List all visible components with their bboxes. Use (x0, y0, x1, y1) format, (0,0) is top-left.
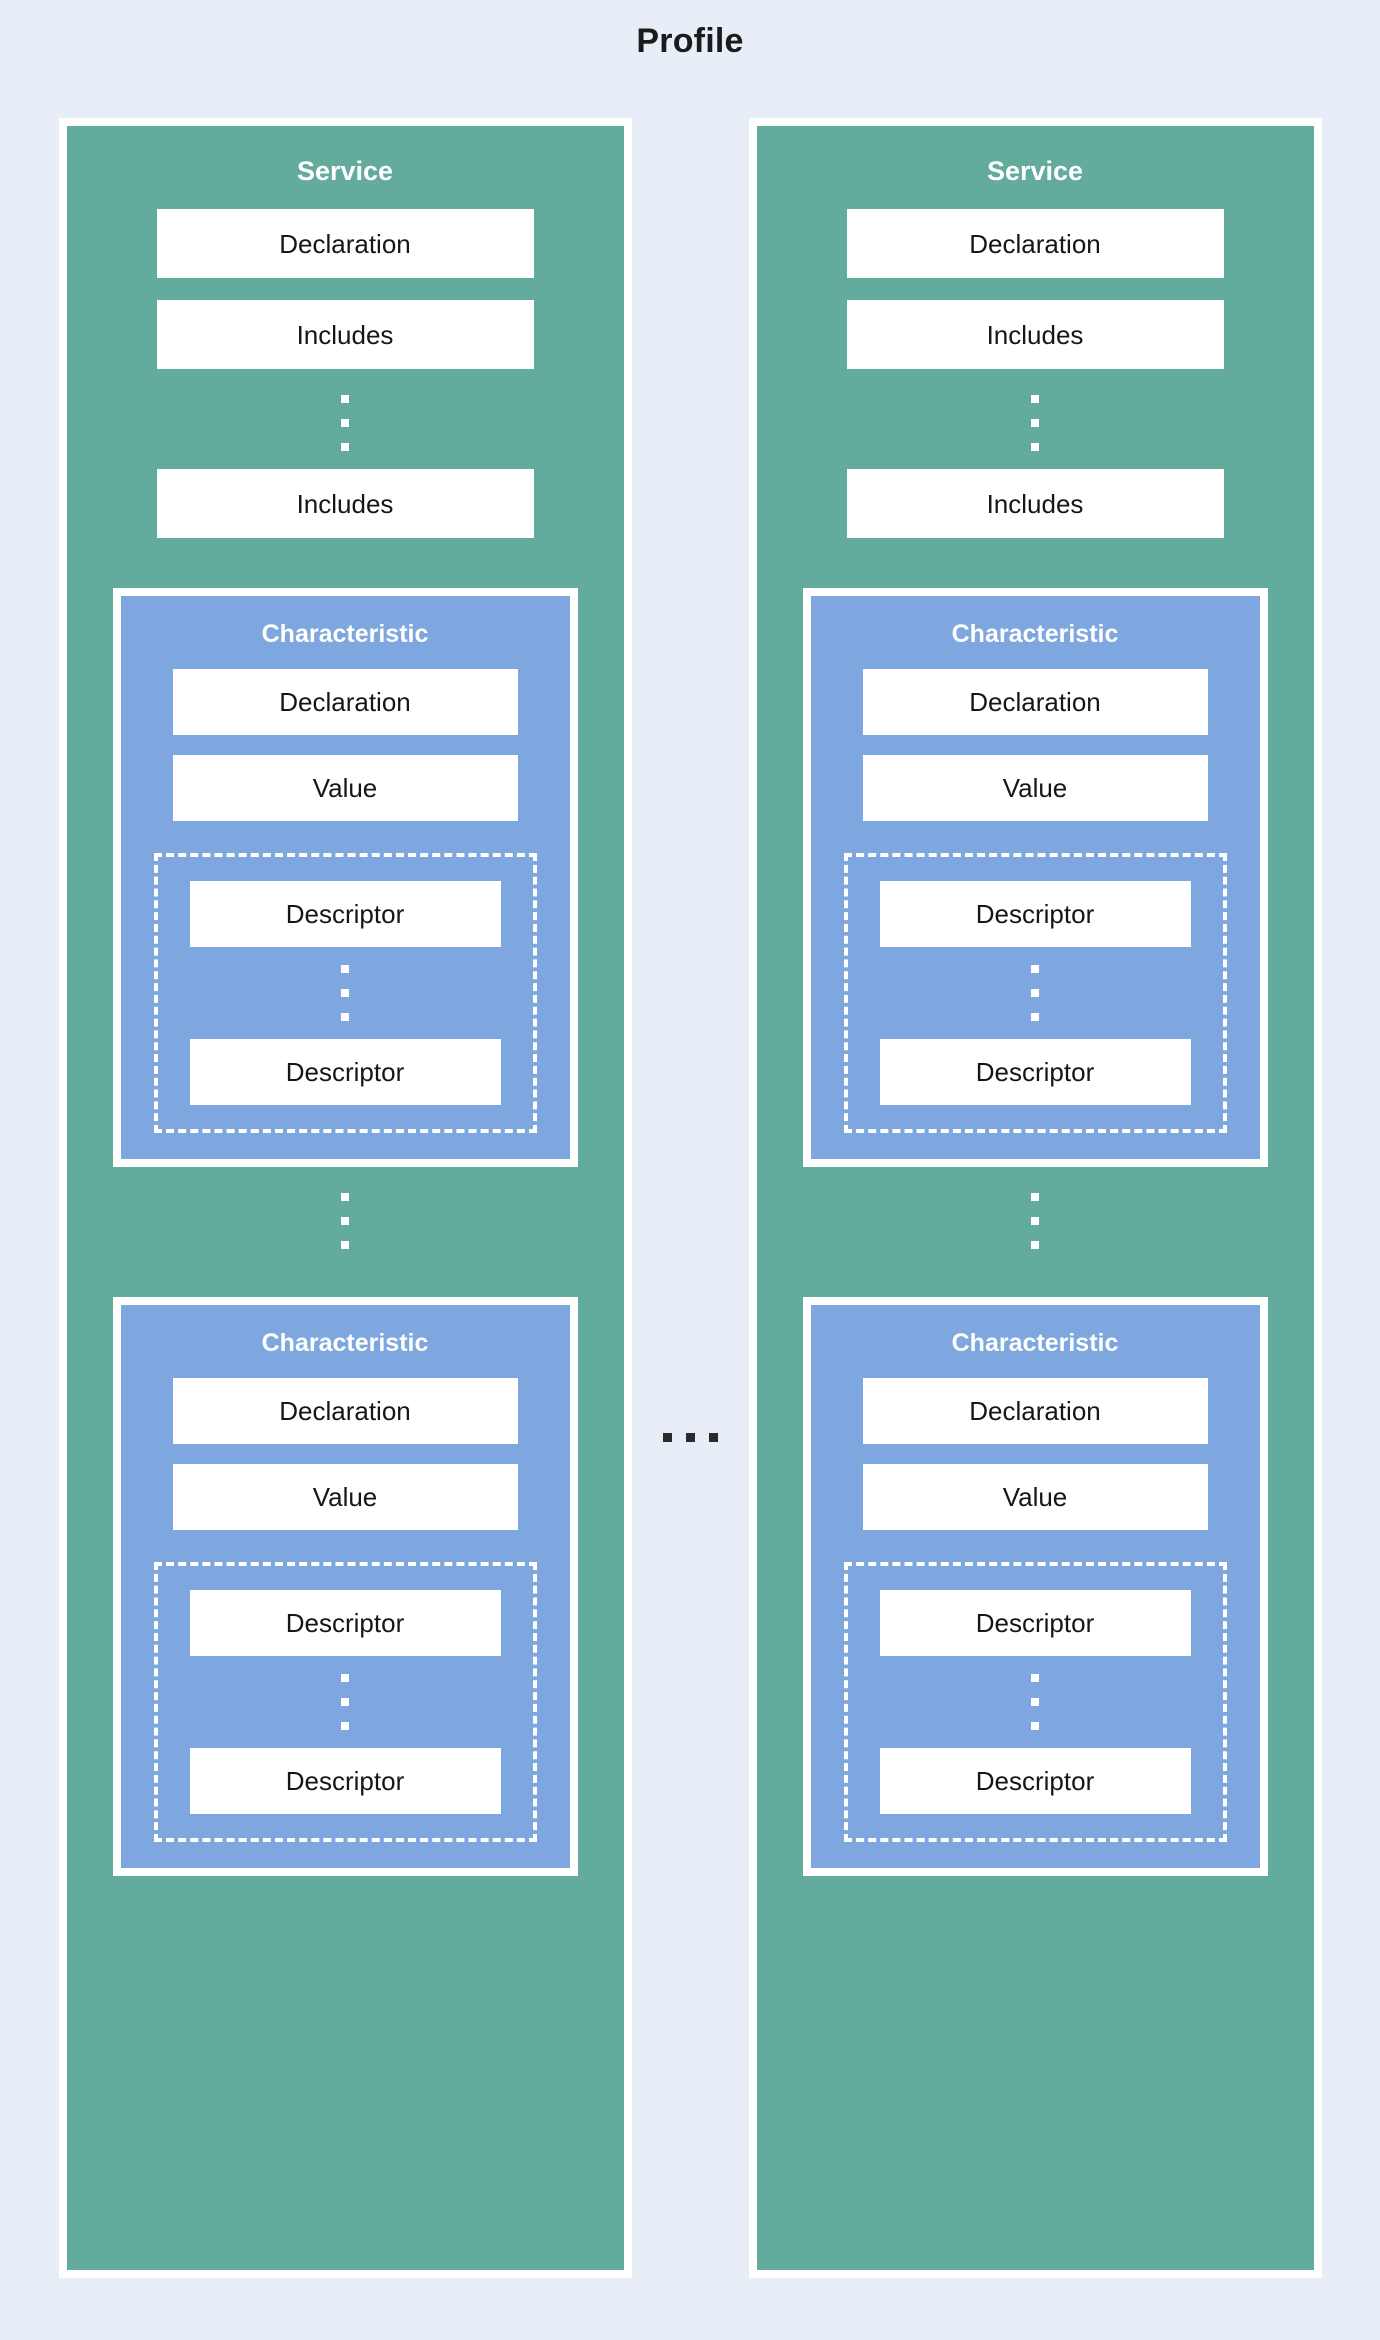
descriptor-vertical-ellipsis (1031, 965, 1039, 1021)
descriptor-group: Descriptor Descriptor (153, 1562, 537, 1842)
ellipsis-dot (1031, 989, 1039, 997)
ellipsis-dot (341, 965, 349, 973)
ellipsis-dot (1031, 419, 1039, 427)
characteristic-declaration-box: Declaration (172, 1378, 518, 1444)
service-title: Service (986, 156, 1084, 186)
services-row: Service Declaration Includes Includes Ch… (0, 118, 1380, 2278)
characteristic-block-1: Characteristic Declaration Value Descrip… (112, 588, 578, 1167)
service-declaration-box: Declaration (156, 209, 534, 278)
characteristic-vertical-ellipsis (341, 1193, 349, 1249)
descriptor-vertical-ellipsis (1031, 1674, 1039, 1730)
ellipsis-dot (341, 1217, 349, 1225)
characteristic-title: Characteristic (951, 1329, 1119, 1357)
ellipsis-dot (341, 989, 349, 997)
ellipsis-dot (341, 1722, 349, 1730)
services-spacer (632, 118, 749, 2278)
characteristic-value-box: Value (862, 755, 1208, 821)
ellipsis-dot (341, 1013, 349, 1021)
ellipsis-dot (1031, 443, 1039, 451)
characteristic-title: Characteristic (951, 620, 1119, 648)
characteristic-value-box: Value (172, 755, 518, 821)
service-includes-box: Includes (846, 300, 1224, 369)
ellipsis-dot (341, 1193, 349, 1201)
characteristic-block-2: Characteristic Declaration Value Descrip… (802, 1297, 1268, 1876)
descriptor-box: Descriptor (879, 1590, 1191, 1656)
descriptor-box: Descriptor (189, 1748, 501, 1814)
service-includes-box-last: Includes (846, 469, 1224, 538)
ellipsis-dot (1031, 1217, 1039, 1225)
includes-vertical-ellipsis (1031, 395, 1039, 451)
characteristic-declaration-box: Declaration (172, 669, 518, 735)
descriptor-vertical-ellipsis (341, 965, 349, 1021)
ellipsis-dot (1031, 1722, 1039, 1730)
ellipsis-dot (1031, 1193, 1039, 1201)
service-block-2: Service Declaration Includes Includes Ch… (748, 118, 1322, 2278)
ellipsis-dot (1031, 1674, 1039, 1682)
ellipsis-dot (1031, 1698, 1039, 1706)
descriptor-group: Descriptor Descriptor (843, 1562, 1227, 1842)
ellipsis-dot (341, 1241, 349, 1249)
ellipsis-dot (341, 395, 349, 403)
characteristic-title: Characteristic (261, 620, 429, 648)
ellipsis-dot (708, 1433, 718, 1442)
service-includes-box: Includes (156, 300, 534, 369)
service-declaration-box: Declaration (846, 209, 1224, 278)
descriptor-box: Descriptor (879, 1748, 1191, 1814)
ellipsis-dot (341, 419, 349, 427)
characteristic-declaration-box: Declaration (862, 1378, 1208, 1444)
page-title: Profile (636, 22, 744, 60)
service-includes-box-last: Includes (156, 469, 534, 538)
characteristic-vertical-ellipsis (1031, 1193, 1039, 1249)
characteristic-value-box: Value (172, 1464, 518, 1530)
service-title: Service (296, 156, 394, 186)
ellipsis-dot (1031, 395, 1039, 403)
characteristic-block-2: Characteristic Declaration Value Descrip… (112, 1297, 578, 1876)
descriptor-vertical-ellipsis (341, 1674, 349, 1730)
descriptor-box: Descriptor (879, 1039, 1191, 1105)
ellipsis-dot (1031, 965, 1039, 973)
ellipsis-dot (685, 1433, 695, 1442)
characteristic-declaration-box: Declaration (862, 669, 1208, 735)
service-block-1: Service Declaration Includes Includes Ch… (58, 118, 632, 2278)
descriptor-box: Descriptor (879, 881, 1191, 947)
ellipsis-dot (1031, 1013, 1039, 1021)
descriptor-box: Descriptor (189, 1590, 501, 1656)
characteristic-title: Characteristic (261, 1329, 429, 1357)
descriptor-group: Descriptor Descriptor (843, 853, 1227, 1133)
descriptor-group: Descriptor Descriptor (153, 853, 537, 1133)
ellipsis-dot (1031, 1241, 1039, 1249)
characteristic-value-box: Value (862, 1464, 1208, 1530)
ellipsis-dot (341, 1674, 349, 1682)
services-horizontal-ellipsis (632, 1433, 749, 1442)
ellipsis-dot (662, 1433, 672, 1442)
descriptor-box: Descriptor (189, 881, 501, 947)
ellipsis-dot (341, 1698, 349, 1706)
ellipsis-dot (341, 443, 349, 451)
descriptor-box: Descriptor (189, 1039, 501, 1105)
includes-vertical-ellipsis (341, 395, 349, 451)
characteristic-block-1: Characteristic Declaration Value Descrip… (802, 588, 1268, 1167)
